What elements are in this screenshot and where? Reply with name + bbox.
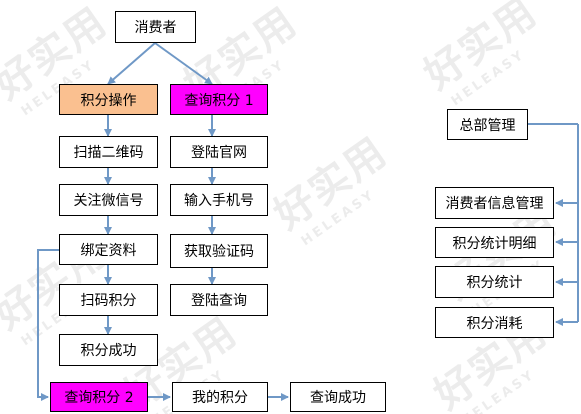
node-hq-management: 总部管理 — [447, 109, 528, 140]
node-consumer: 消费者 — [115, 11, 196, 43]
node-get-code: 获取验证码 — [170, 234, 268, 268]
node-consumer-info-mgmt: 消费者信息管理 — [435, 187, 554, 219]
node-query-points-1: 查询积分 1 — [170, 84, 268, 115]
edge-consumer-to-points-operation — [107, 42, 156, 85]
node-my-points: 我的积分 — [172, 382, 268, 412]
node-login-query: 登陆查询 — [170, 284, 268, 316]
node-login-website: 登陆官网 — [170, 136, 268, 168]
node-enter-phone: 输入手机号 — [170, 184, 268, 216]
node-points-operation: 积分操作 — [59, 84, 158, 115]
node-follow-wechat: 关注微信号 — [59, 184, 158, 216]
edge-bind-info-to-query-points-2 — [37, 249, 59, 401]
edge-consumer-to-query-points-1 — [154, 42, 213, 85]
node-scan-qr: 扫描二维码 — [59, 136, 158, 168]
node-query-points-2: 查询积分 2 — [50, 382, 148, 412]
node-points-stat: 积分统计 — [435, 266, 554, 298]
node-points-stat-detail: 积分统计明细 — [435, 227, 554, 258]
node-query-success: 查询成功 — [290, 382, 386, 412]
node-points-consume: 积分消耗 — [435, 307, 554, 338]
node-bind-info: 绑定资料 — [59, 234, 158, 265]
node-points-success: 积分成功 — [59, 334, 158, 366]
node-scan-points: 扫码积分 — [59, 284, 158, 316]
